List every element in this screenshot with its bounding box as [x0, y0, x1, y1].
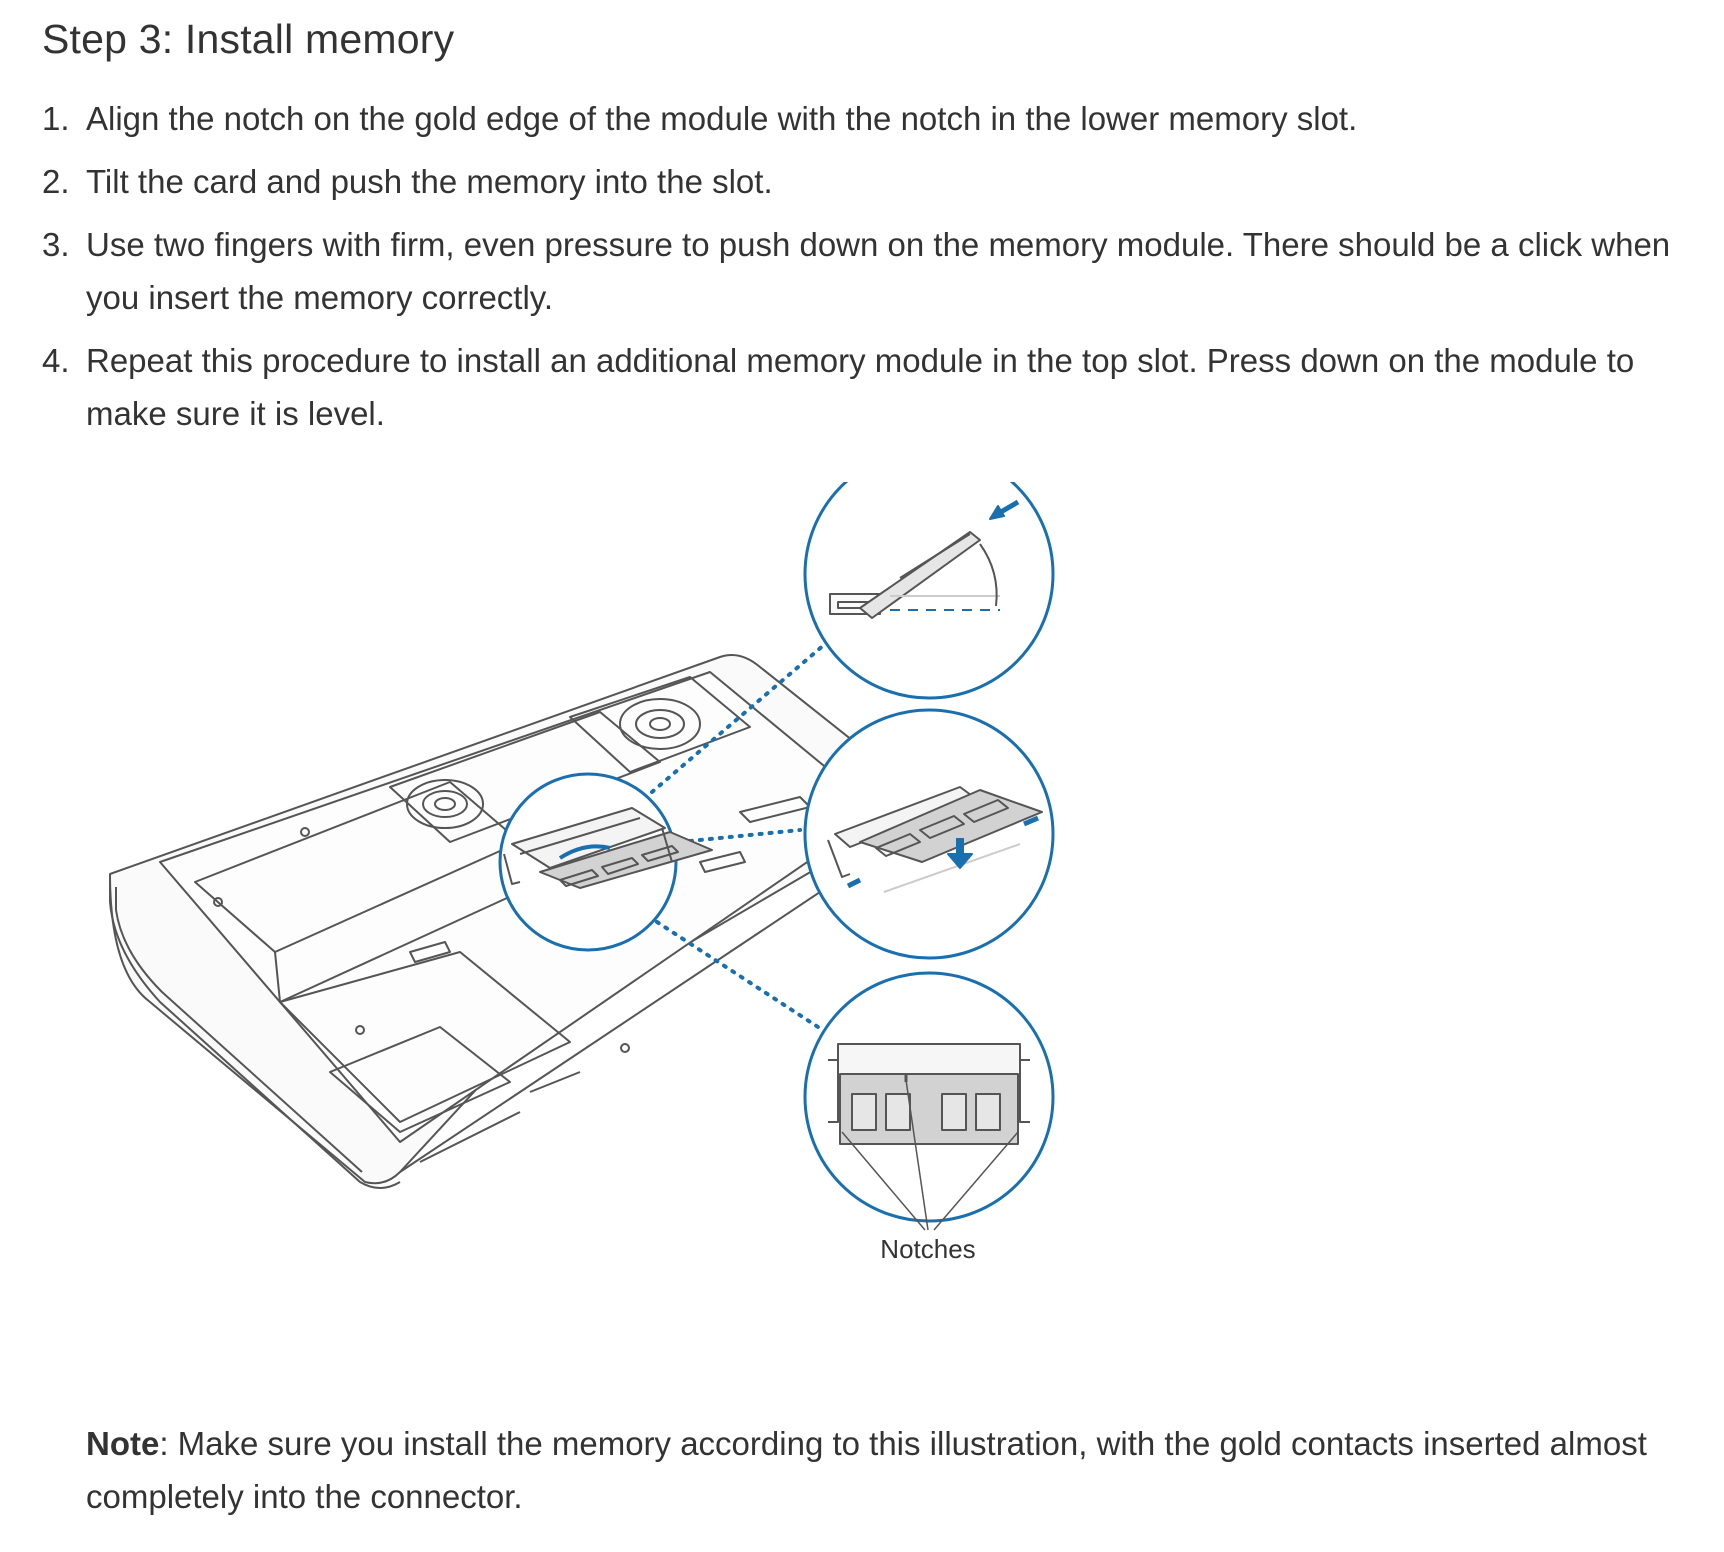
step-number: 1. [42, 100, 70, 137]
step-text: Align the notch on the gold edge of the … [86, 100, 1358, 137]
angle-detail-callout [803, 482, 1055, 700]
list-item: 4. Repeat this procedure to install an a… [42, 334, 1692, 440]
note-text: : Make sure you install the memory accor… [86, 1425, 1647, 1515]
press-detail-callout [803, 708, 1055, 960]
slot-detail-callout [498, 772, 713, 952]
note-label: Note [86, 1425, 160, 1462]
step-text: Tilt the card and push the memory into t… [86, 163, 773, 200]
step-text: Repeat this procedure to install an addi… [86, 342, 1635, 432]
notches-detail-callout [803, 971, 1055, 1231]
illustration-svg: Notches [109, 482, 1055, 1264]
list-item: 1. Align the notch on the gold edge of t… [42, 92, 1692, 145]
page-title: Step 3: Install memory [42, 16, 455, 62]
memory-install-illustration: Notches [100, 482, 1180, 1407]
step-number: 3. [42, 226, 70, 263]
list-item: 3. Use two fingers with firm, even press… [42, 218, 1692, 324]
steps-list: 1. Align the notch on the gold edge of t… [42, 92, 1692, 450]
note-paragraph: Note: Make sure you install the memory a… [86, 1417, 1686, 1523]
notches-label: Notches [880, 1234, 975, 1264]
step-number: 4. [42, 342, 70, 379]
list-item: 2. Tilt the card and push the memory int… [42, 155, 1692, 208]
step-text: Use two fingers with firm, even pressure… [86, 226, 1671, 316]
callout-connectors [650, 642, 827, 1029]
step-number: 2. [42, 163, 70, 200]
